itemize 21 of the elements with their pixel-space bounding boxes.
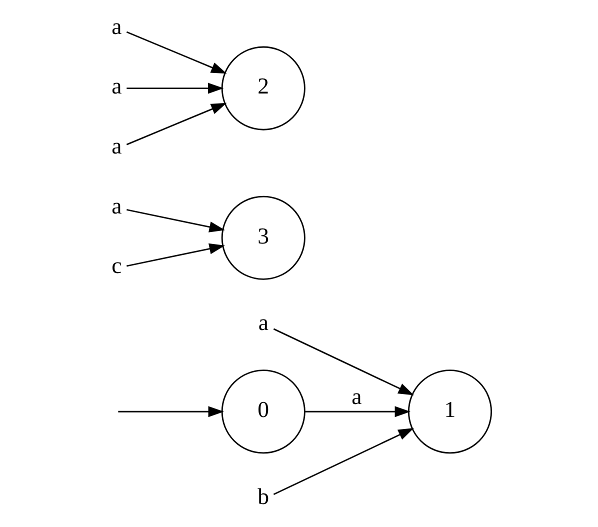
node-text: b bbox=[258, 484, 270, 509]
arrow bbox=[126, 82, 224, 94]
node-circle: 1 bbox=[408, 370, 492, 454]
arrow bbox=[273, 328, 414, 396]
node-circle: 2 bbox=[221, 46, 306, 130]
arrow bbox=[126, 102, 227, 146]
arrow bbox=[126, 31, 227, 74]
node-text: a bbox=[112, 14, 122, 39]
node-text: a bbox=[112, 193, 122, 218]
node-text: a bbox=[112, 134, 122, 159]
arrow bbox=[305, 406, 410, 418]
arrow bbox=[118, 406, 224, 418]
node-text: a bbox=[112, 74, 122, 99]
node-text: c bbox=[112, 253, 122, 278]
node-circle: 3 bbox=[221, 196, 306, 280]
arrow bbox=[126, 209, 225, 232]
arrow bbox=[126, 243, 225, 267]
node-text: a bbox=[258, 310, 268, 336]
edge-label: a bbox=[352, 384, 362, 410]
node-circle: 0 bbox=[221, 370, 306, 454]
arrow bbox=[273, 428, 414, 495]
